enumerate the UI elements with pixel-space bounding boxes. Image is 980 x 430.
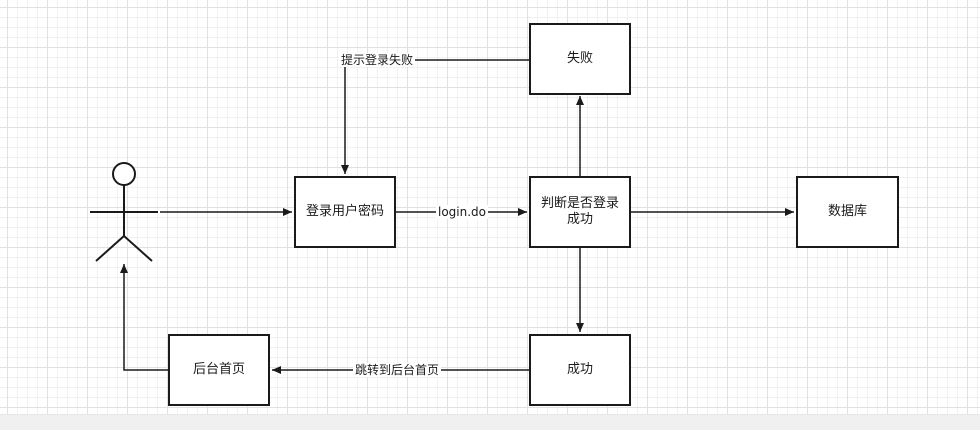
- success-label: 成功: [566, 362, 593, 377]
- edge-label-login-do: login.do: [436, 205, 489, 219]
- login-form-box: 登录用户密码: [294, 176, 396, 248]
- database-box: 数据库: [796, 176, 899, 248]
- actor-figure: [90, 162, 158, 262]
- edge-label-jump-admin: 跳转到后台首页: [353, 363, 442, 377]
- actor-right-leg: [123, 235, 153, 262]
- edge-admin-to-actor: [120, 264, 168, 371]
- actor-left-leg: [95, 235, 125, 262]
- judge-box: 判断是否登录成功: [529, 176, 631, 248]
- fail-box: 失败: [529, 23, 631, 95]
- success-box: 成功: [529, 334, 631, 406]
- bottom-scroll-bar: [0, 414, 980, 430]
- actor-head: [112, 162, 136, 186]
- edge-label-prompt-fail: 提示登录失败: [339, 53, 416, 67]
- admin-home-label: 后台首页: [192, 362, 245, 377]
- fail-label: 失败: [566, 51, 593, 66]
- edge-fail-to-login: [341, 59, 529, 174]
- admin-home-box: 后台首页: [168, 334, 270, 406]
- login-form-label: 登录用户密码: [305, 204, 384, 219]
- judge-label: 判断是否登录成功: [540, 196, 619, 227]
- database-label: 数据库: [827, 204, 867, 219]
